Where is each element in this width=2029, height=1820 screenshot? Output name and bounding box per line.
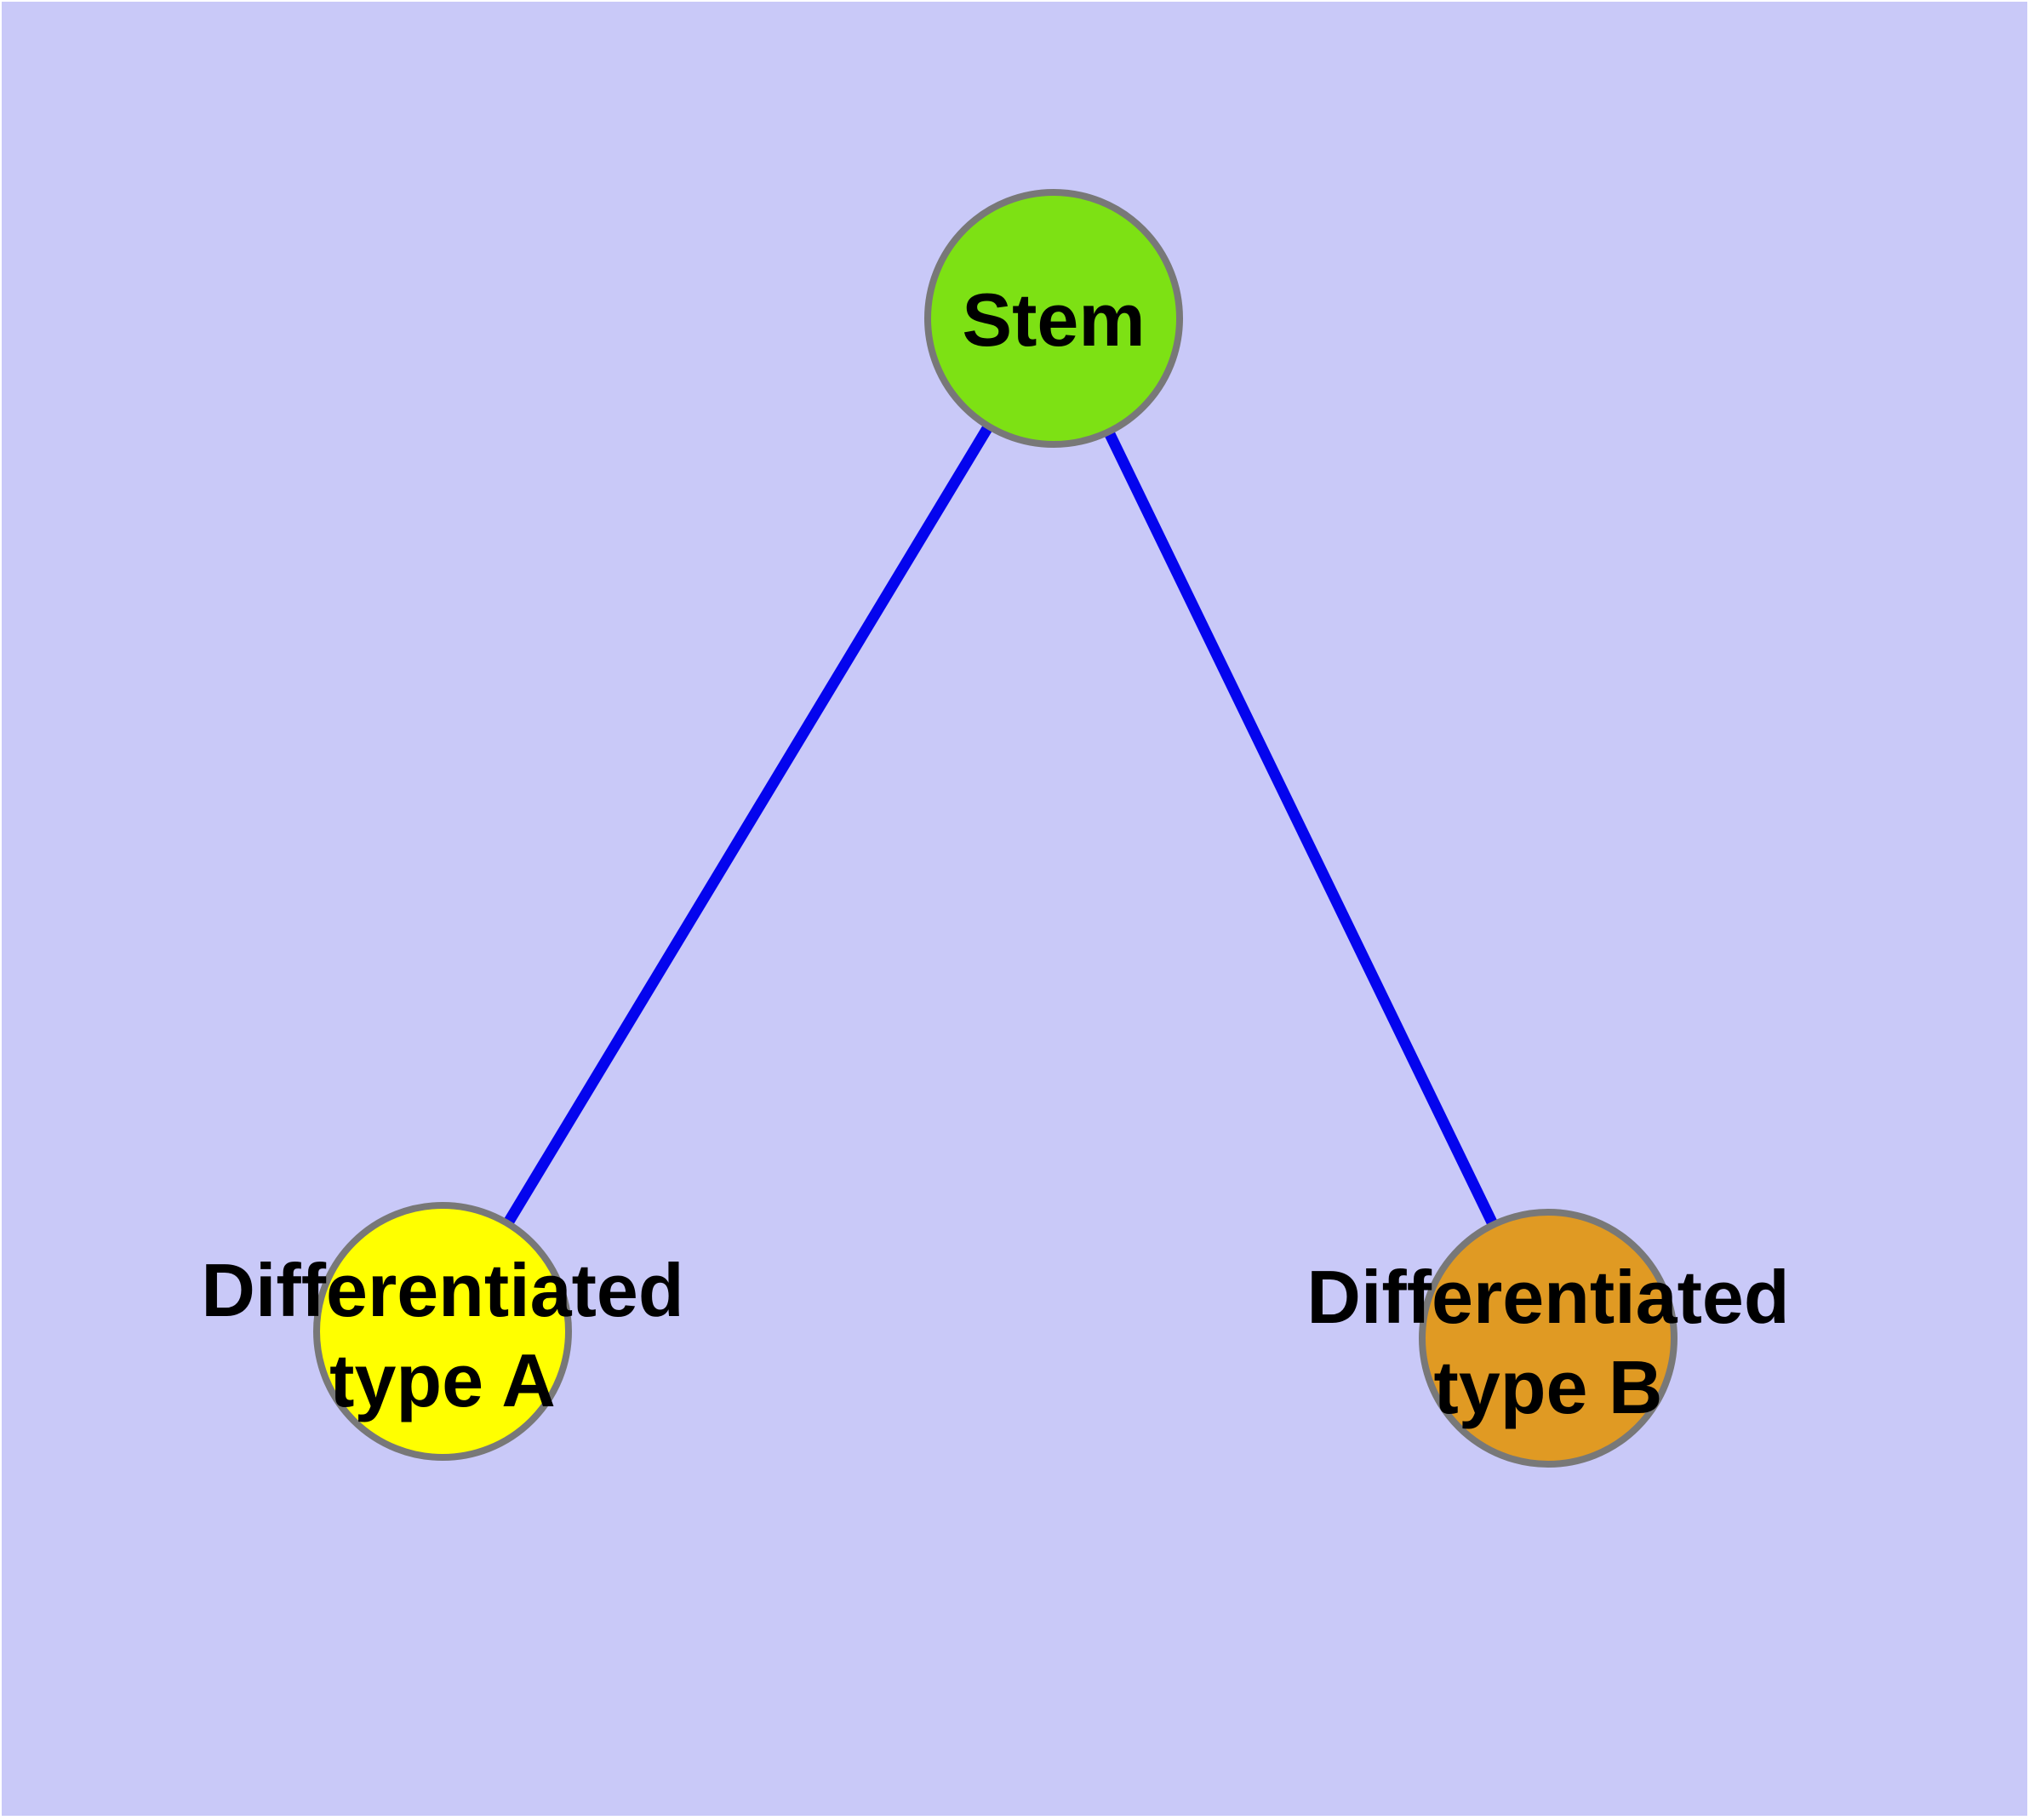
node-type-a-label-line2: type A [329,1338,556,1422]
edge-stem-to-type-b [1049,316,1553,1341]
node-type-a-circle [313,1202,572,1461]
node-type-b-label-line2: type B [1434,1345,1663,1429]
node-type-b-circle [1419,1209,1677,1468]
node-stem-label: Stem [962,278,1145,362]
node-differentiated-type-a: Differentiated type A [201,1202,684,1461]
node-differentiated-type-b: Differentiated type B [1306,1209,1790,1468]
node-type-a-label-line1: Differentiated [201,1248,683,1332]
node-stem: Stem [924,189,1183,448]
edge-stem-to-type-a [437,315,1059,1335]
node-stem-circle [924,189,1183,448]
node-type-b-label-line1: Differentiated [1306,1255,1789,1339]
